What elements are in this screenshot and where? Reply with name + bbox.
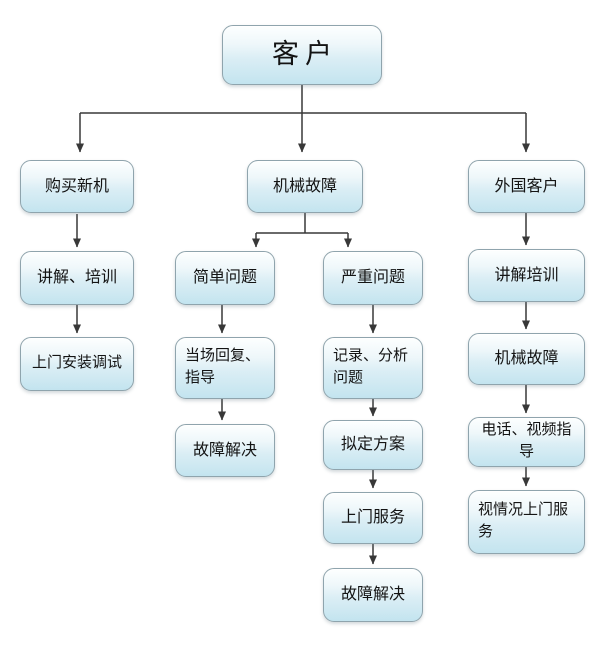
node-label: 故障解决 (340, 586, 405, 604)
node-explain-training-foreign: 讲解培训 (468, 249, 585, 302)
node-serious-problem: 严重问题 (323, 251, 423, 305)
node-label: 机械故障 (272, 177, 337, 195)
node-record-analyze-problem: 记录、分析问题 (323, 337, 423, 399)
node-label: 简单问题 (192, 269, 257, 287)
node-label: 故障解决 (192, 441, 257, 459)
node-label: 上门服务 (340, 509, 405, 527)
node-label: 机械故障 (494, 350, 559, 368)
node-phone-video-guide: 电话、视频指导 (468, 417, 585, 467)
node-label: 记录、分析问题 (333, 348, 409, 386)
node-draft-plan: 拟定方案 (323, 420, 423, 470)
node-simple-problem: 简单问题 (175, 251, 275, 305)
node-foreign-customer: 外国客户 (468, 160, 585, 213)
node-onsite-reply-guide: 当场回复、指导 (175, 337, 275, 399)
node-mechanical-failure: 机械故障 (247, 160, 363, 213)
node-onsite-install-debug: 上门安装调试 (20, 337, 134, 391)
node-label: 电话、视频指导 (481, 422, 572, 460)
node-label: 客户 (272, 39, 338, 70)
node-label: 讲解培训 (494, 266, 559, 284)
node-explain-training: 讲解、培训 (20, 251, 134, 305)
node-onsite-service: 上门服务 (323, 492, 423, 544)
node-label: 当场回复、指导 (185, 348, 261, 386)
node-mechanical-failure-foreign: 机械故障 (468, 333, 585, 385)
node-label: 外国客户 (494, 177, 559, 195)
node-fault-solved-serious: 故障解决 (323, 568, 423, 622)
node-onsite-service-as-needed: 视情况上门服务 (468, 490, 585, 554)
node-customer: 客户 (222, 25, 382, 85)
node-label: 拟定方案 (340, 436, 405, 454)
node-label: 上门安装调试 (31, 355, 122, 372)
node-fault-solved-simple: 故障解决 (175, 424, 275, 477)
node-label: 购买新机 (44, 177, 109, 195)
node-label: 严重问题 (340, 269, 405, 287)
node-buy-new-machine: 购买新机 (20, 160, 134, 213)
node-label: 讲解、培训 (36, 269, 117, 287)
node-label: 视情况上门服务 (478, 502, 569, 540)
